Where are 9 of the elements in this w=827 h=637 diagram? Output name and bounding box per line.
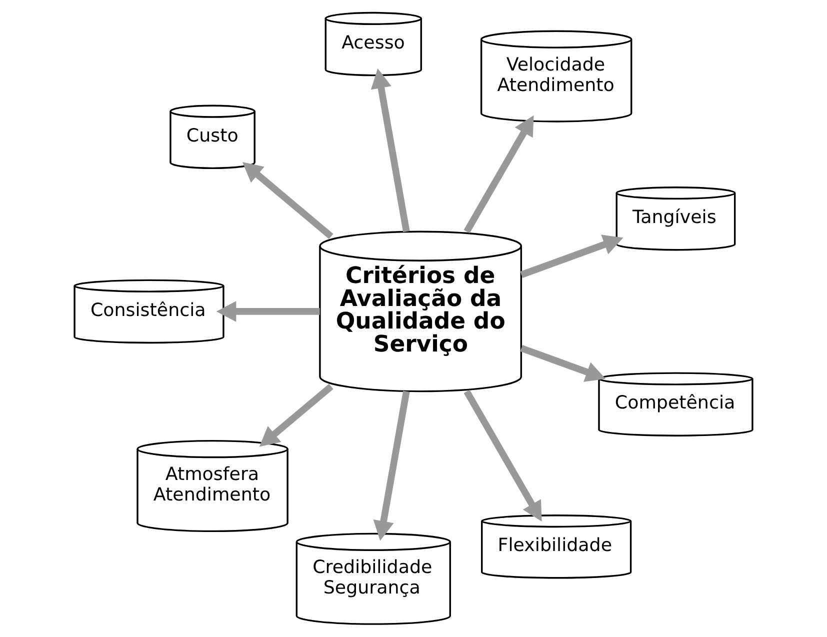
arrow bbox=[520, 344, 606, 382]
arrow bbox=[242, 162, 334, 240]
arrow bbox=[520, 234, 624, 278]
arrow bbox=[259, 384, 334, 447]
arrow bbox=[373, 390, 410, 541]
arrow bbox=[464, 390, 542, 522]
arrow bbox=[464, 115, 534, 234]
arrow bbox=[370, 68, 410, 232]
arrow bbox=[216, 301, 320, 322]
